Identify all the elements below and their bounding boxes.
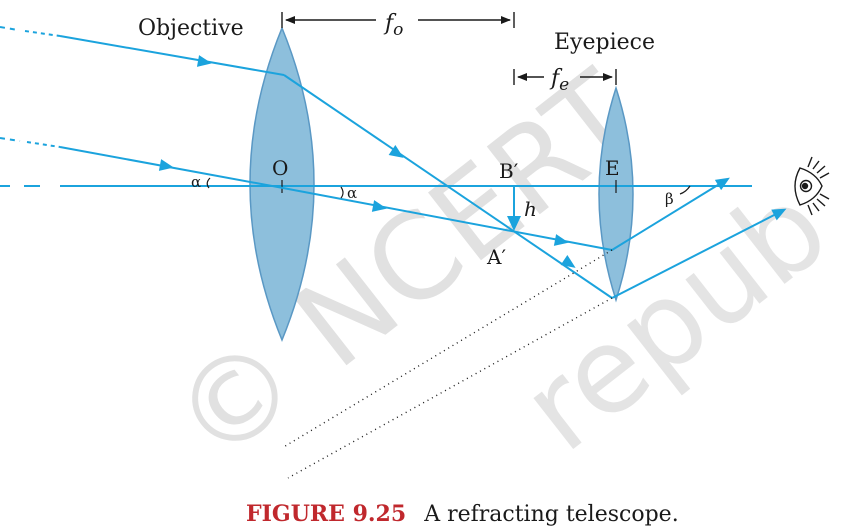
point-a-label: A′ [486, 245, 506, 269]
fo-marker [281, 12, 515, 28]
upper-ray [0, 26, 781, 299]
alpha-right-arc [340, 186, 344, 199]
alpha-right-label: α [347, 184, 357, 202]
fo-symbol: fo [383, 11, 403, 40]
objective-label: Objective [138, 16, 244, 41]
figure-title: A refracting telescope. [423, 502, 679, 527]
ray-arrows [158, 55, 787, 268]
virtual-ray-extensions [281, 249, 613, 479]
image-arrow [507, 186, 521, 231]
point-o-label: O [272, 156, 288, 180]
point-e-label: E [605, 156, 620, 180]
eye-icon [794, 156, 830, 216]
fe-marker [513, 69, 617, 85]
figure-caption: FIGURE 9.25 A refracting telescope. [246, 501, 679, 527]
point-b-label: B′ [499, 159, 519, 183]
ray-arrow [388, 145, 404, 158]
angle-arcs [206, 177, 691, 199]
alpha-left-arc [206, 177, 211, 189]
figure-number: FIGURE 9.25 [246, 501, 406, 527]
beta-arc [679, 185, 691, 195]
eyepiece-label: Eyepiece [554, 30, 655, 55]
beta-label: β [665, 190, 674, 208]
ray-arrow [714, 177, 730, 191]
ray-arrow [158, 159, 174, 171]
eyepiece-lens [598, 85, 634, 303]
ray-arrow [371, 200, 387, 212]
ray-arrow [196, 55, 212, 67]
alpha-left-label: α [191, 173, 201, 191]
ray-arrow [553, 234, 569, 246]
ray-arrow [771, 208, 787, 221]
ray-arrow [560, 255, 576, 268]
height-label: h [524, 197, 537, 221]
